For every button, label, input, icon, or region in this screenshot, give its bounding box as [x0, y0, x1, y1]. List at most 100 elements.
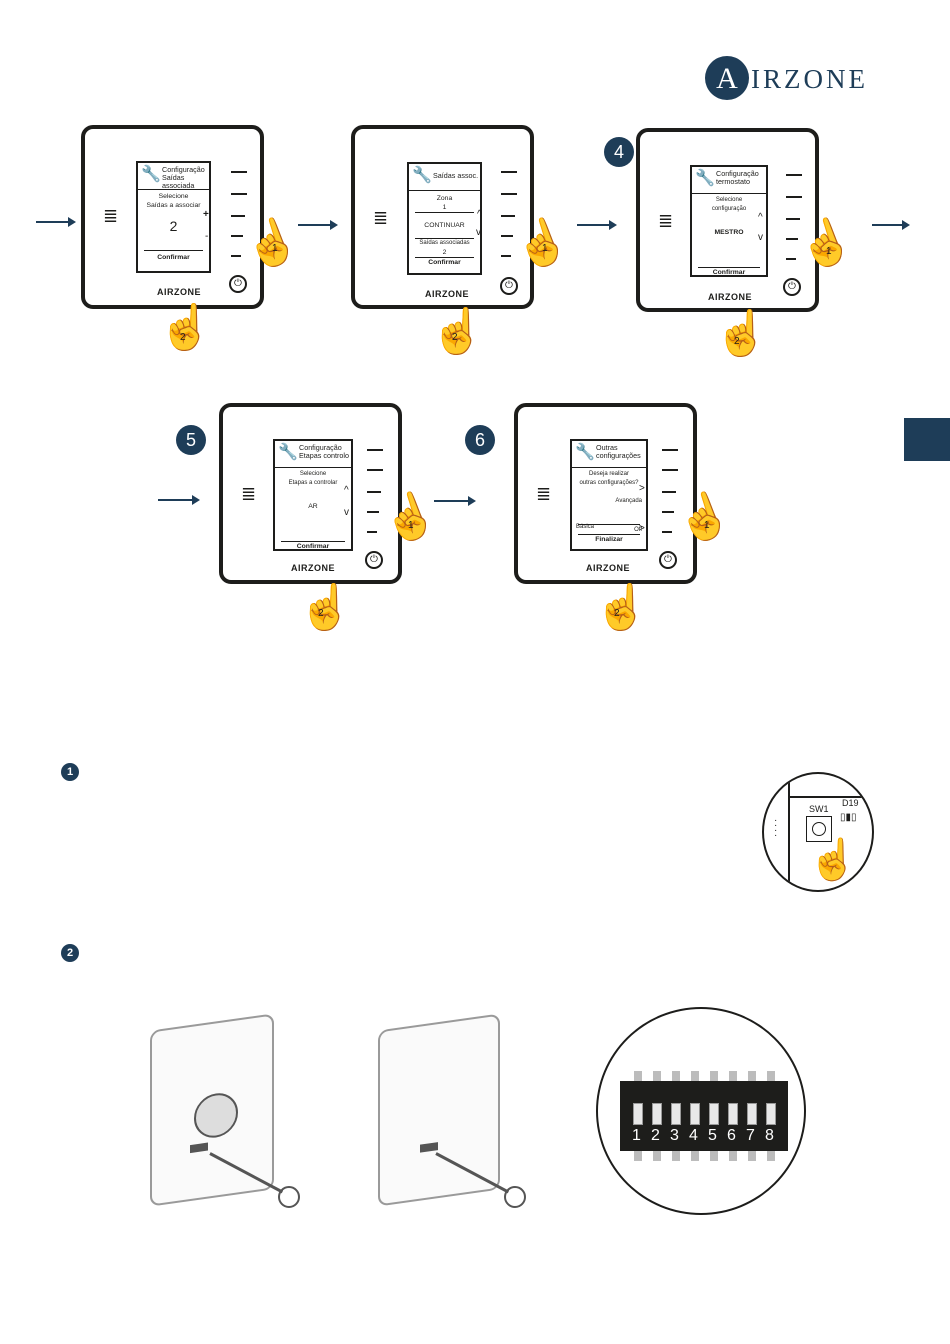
dip-pin	[653, 1071, 661, 1081]
section-badge: 1	[61, 763, 79, 781]
touch-key[interactable]	[367, 449, 383, 451]
dip-pin	[767, 1071, 775, 1081]
touch-key[interactable]	[786, 258, 796, 260]
option-advanced[interactable]: Avançada	[615, 498, 642, 504]
logo-text: IRZONE	[751, 64, 868, 94]
dip-switch-toggle[interactable]	[671, 1103, 681, 1125]
hand-label: 1	[704, 520, 710, 531]
device-brand: AIRZONE	[157, 287, 201, 297]
touch-key[interactable]	[501, 171, 517, 173]
touch-key[interactable]	[501, 235, 513, 237]
dip-switch-small	[190, 1142, 208, 1154]
touch-key[interactable]	[501, 255, 511, 257]
screen-title: Outras	[596, 443, 618, 452]
power-icon[interactable]: ⏻	[500, 277, 518, 295]
thermostat-screen: 🔧 Saídas assoc. Zona 1 CONTINUAR Saídas …	[407, 162, 482, 275]
screen-text: Selecione	[299, 471, 327, 477]
screen-value: AR	[308, 503, 318, 510]
menu-icon[interactable]: ≣	[241, 484, 256, 504]
wrench-icon: 🔧	[141, 166, 161, 183]
touch-key[interactable]	[367, 491, 381, 493]
battery-icon	[194, 1090, 238, 1141]
touch-key[interactable]	[231, 235, 243, 237]
touch-key[interactable]	[367, 531, 377, 533]
hand-label: 2	[180, 332, 186, 343]
dip-switch-toggle[interactable]	[747, 1103, 757, 1125]
dip-switch-toggle[interactable]	[652, 1103, 662, 1125]
menu-icon[interactable]: ≣	[373, 208, 388, 228]
section-badge: 2	[61, 944, 79, 962]
menu-icon[interactable]: ≣	[103, 206, 118, 226]
dip-switch-toggle[interactable]	[709, 1103, 719, 1125]
dip-pin	[672, 1151, 680, 1161]
sw1-button[interactable]	[806, 816, 832, 842]
touch-key[interactable]	[367, 469, 383, 471]
screen-value: MESTRO	[714, 229, 744, 236]
touch-key[interactable]	[662, 491, 676, 493]
power-icon[interactable]: ⏻	[659, 551, 677, 569]
option-basic[interactable]: Básica	[576, 524, 595, 530]
dip-pin	[691, 1151, 699, 1161]
logo-letter: A	[705, 56, 749, 100]
chapter-tab	[904, 418, 950, 461]
dip-switch-number: 5	[708, 1127, 717, 1144]
pointing-hand-icon: ☝	[430, 307, 485, 356]
screen-text: Selecione	[715, 197, 743, 203]
touch-key[interactable]	[367, 511, 379, 513]
screen-subtitle: Etapas controlo	[299, 451, 349, 460]
screen-title: Configuração	[299, 443, 342, 452]
power-icon[interactable]: ⏻	[229, 275, 247, 293]
touch-key[interactable]	[501, 215, 515, 217]
screen-subtitle: Saídas associada	[162, 173, 195, 190]
touch-key[interactable]	[231, 171, 247, 173]
screen-title: Saídas assoc.	[433, 171, 479, 180]
dip-switch-toggle[interactable]	[633, 1103, 643, 1125]
dip-switch-toggle[interactable]	[728, 1103, 738, 1125]
step-badge: 4	[604, 137, 634, 167]
dip-switch-toggle[interactable]	[690, 1103, 700, 1125]
power-icon[interactable]: ⏻	[783, 278, 801, 296]
sw1-label: SW1	[809, 804, 829, 814]
screen-title: Configuração	[716, 169, 759, 178]
menu-icon[interactable]: ≣	[658, 211, 673, 231]
touch-key[interactable]	[231, 255, 241, 257]
screwdriver-handle	[278, 1186, 300, 1208]
menu-icon[interactable]: ≣	[536, 484, 551, 504]
dip-pin	[710, 1071, 718, 1081]
touch-key[interactable]	[662, 511, 674, 513]
minus-indicator: -	[205, 231, 209, 242]
screen-subtitle: configurações	[596, 451, 641, 460]
screen-finish: Finalizar	[595, 536, 623, 543]
touch-key[interactable]	[231, 215, 245, 217]
touch-key[interactable]	[501, 193, 517, 195]
touch-key[interactable]	[786, 238, 798, 240]
flow-arrow	[36, 217, 76, 227]
dip-switch-number: 7	[746, 1127, 755, 1144]
chevron-up-icon: ^	[344, 485, 349, 496]
touch-key[interactable]	[662, 449, 678, 451]
screen-text: 1	[442, 204, 447, 211]
touch-key[interactable]	[786, 196, 802, 198]
step-badge: 5	[176, 425, 206, 455]
flow-arrow	[872, 220, 910, 230]
pin-header: ····	[774, 815, 778, 841]
chevron-down-icon: v	[344, 507, 349, 518]
touch-key[interactable]	[662, 531, 672, 533]
touch-key[interactable]	[786, 174, 802, 176]
dip-switch-number: 2	[651, 1127, 660, 1144]
touch-key[interactable]	[786, 218, 800, 220]
dip-switch-toggle[interactable]	[766, 1103, 776, 1125]
power-icon[interactable]: ⏻	[365, 551, 383, 569]
option-off[interactable]: Off	[634, 527, 642, 533]
touch-key[interactable]	[662, 469, 678, 471]
device-brand: AIRZONE	[425, 289, 469, 299]
touch-key[interactable]	[231, 193, 247, 195]
pointing-hand-icon: ☝	[714, 309, 769, 358]
hand-label: 2	[614, 608, 620, 619]
dip-switch-number: 8	[765, 1127, 774, 1144]
device-brand: AIRZONE	[291, 563, 335, 573]
device-brand: AIRZONE	[586, 563, 630, 573]
